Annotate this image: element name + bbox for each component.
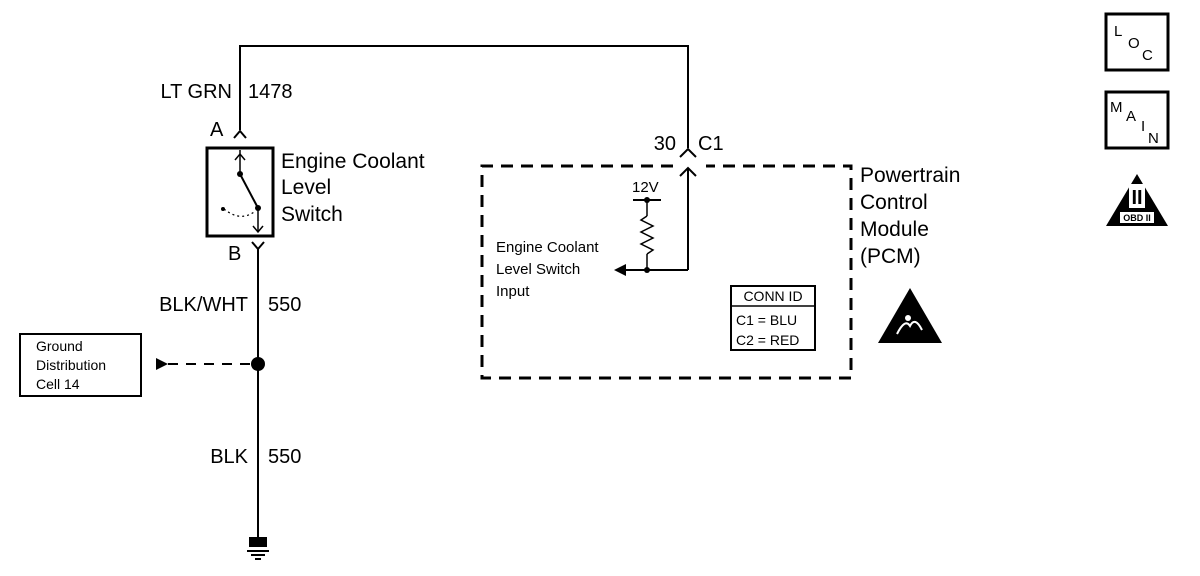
pcm-name-line-4: (PCM) (860, 245, 921, 268)
pcm-input-label-line-2: Level Switch (496, 261, 580, 278)
pcm-input-label-line-1: Engine Coolant (496, 239, 599, 256)
loc-letter-3: C (1142, 47, 1153, 64)
loc-button[interactable]: L O C (1104, 12, 1170, 72)
wire-lt-grn-1478 (239, 45, 689, 148)
conn-id-title: CONN ID (743, 288, 802, 304)
switch-pin-b-label: B (228, 243, 241, 265)
switch-name-line-1: Engine Coolant (281, 150, 425, 173)
wire-color-label-top: LT GRN (161, 81, 233, 103)
main-letter-4: N (1148, 130, 1159, 147)
main-letter-1: M (1110, 99, 1123, 116)
pcm-input-arrow-icon (614, 264, 626, 276)
obd-numeral: II (1131, 187, 1142, 209)
connector-pin-number: 30 (654, 133, 676, 155)
pcm-name-line-2: Control (860, 191, 928, 214)
pcm-name-line-1: Powertrain (860, 164, 960, 187)
main-letter-3: I (1141, 118, 1145, 135)
connector-c1-symbol (679, 147, 697, 270)
wire-color-label-mid: BLK/WHT (159, 294, 248, 316)
splice-point (251, 357, 265, 371)
pcm-name-line-3: Module (860, 218, 929, 241)
ground-ref-line-2: Distribution (36, 357, 106, 373)
switch-pin-b-connector (251, 241, 265, 251)
pcm-reference-voltage: 12V (632, 179, 659, 196)
circuit-number-bottom: 550 (268, 446, 301, 468)
obd-label: OBD II (1123, 213, 1151, 223)
coolant-level-switch (205, 146, 275, 238)
switch-pin-a-connector (233, 129, 247, 139)
circuit-number-mid: 550 (268, 294, 301, 316)
switch-pin-a-label: A (210, 119, 224, 141)
switch-name-line-2: Level (281, 176, 331, 199)
ground-ref-line-3: Cell 14 (36, 376, 80, 392)
loc-letter-2: O (1128, 35, 1140, 52)
connector-id: C1 (698, 133, 724, 155)
connector-id-table: CONN ID C1 = BLU C2 = RED (730, 285, 816, 351)
switch-name-line-3: Switch (281, 203, 343, 226)
conn-id-row-1: C1 = BLU (736, 312, 797, 328)
ground-distribution-reference-box[interactable]: Ground Distribution Cell 14 (19, 333, 142, 397)
conn-id-row-2: C2 = RED (736, 332, 799, 348)
obd-ii-button[interactable]: II OBD II (1106, 174, 1168, 226)
ground-ref-line-1: Ground (36, 338, 83, 354)
loc-letter-1: L (1114, 23, 1122, 40)
esd-warning-icon (878, 288, 942, 343)
wire-color-label-bottom: BLK (210, 446, 248, 468)
main-button[interactable]: M A I N (1104, 90, 1170, 150)
ground-symbol-icon (247, 537, 269, 560)
pcm-boundary (480, 164, 853, 380)
main-letter-2: A (1126, 108, 1136, 125)
circuit-number-top: 1478 (248, 81, 293, 103)
pcm-input-label-line-3: Input (496, 283, 530, 300)
ground-reference-arrow-icon (156, 358, 168, 370)
pcm-pullup-resistor (633, 197, 661, 273)
